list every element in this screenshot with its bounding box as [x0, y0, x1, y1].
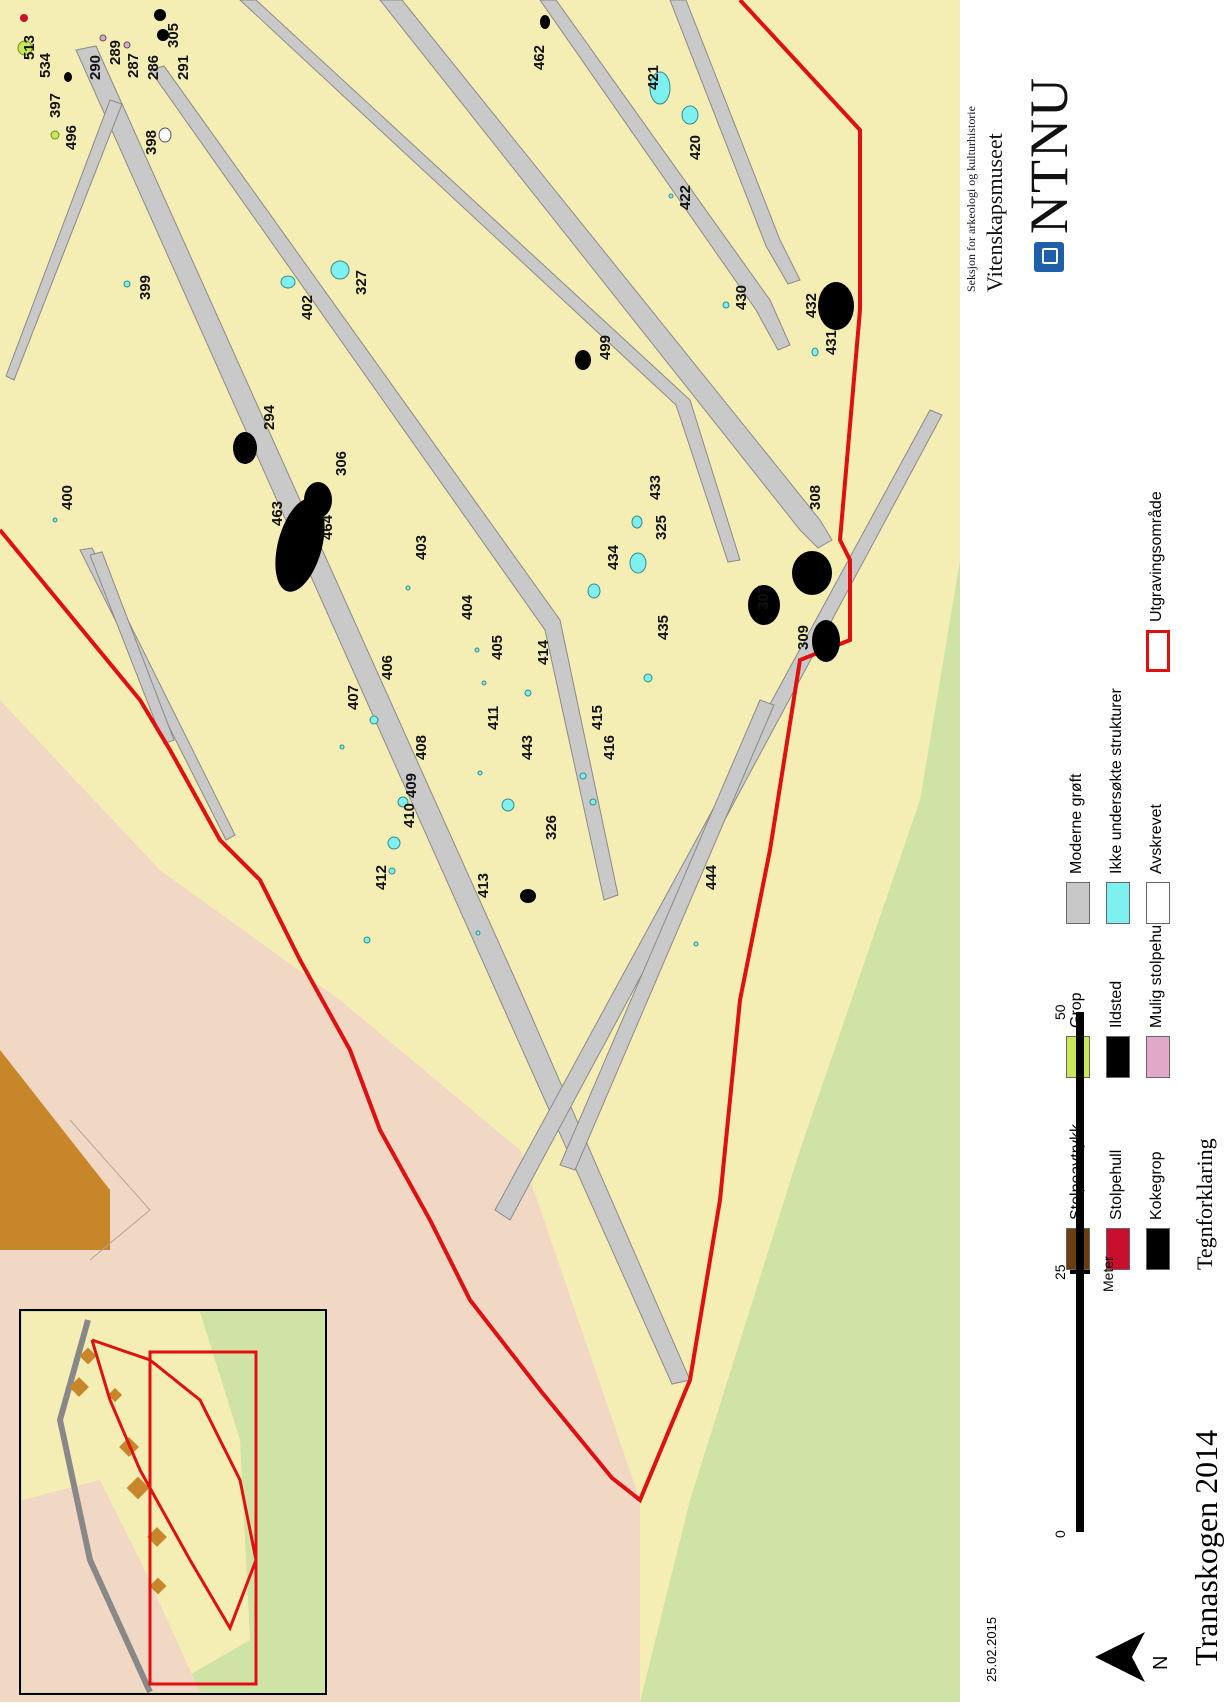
legend-swatch: [1146, 1228, 1170, 1270]
legend-label: Moderne grøft: [1068, 773, 1085, 874]
feature-label: 499: [597, 335, 614, 360]
feature-label: 431: [823, 330, 840, 355]
unexamined-features: [52, 71, 819, 947]
cooking-pits: [64, 9, 854, 903]
feature-label: 414: [535, 639, 552, 665]
feature-label: 412: [373, 865, 390, 890]
feature-label: 404: [459, 594, 476, 620]
feature-label: 420: [687, 135, 704, 160]
feature-label: 407: [345, 685, 362, 710]
feature-label: 397: [47, 93, 64, 118]
scale-bar: [1070, 1012, 1094, 1532]
inset-map: [19, 1309, 327, 1695]
feature-label: 399: [137, 275, 154, 300]
scale-tick-50: 50: [1052, 1004, 1068, 1020]
feature-label: 291: [175, 55, 192, 80]
legend-swatch: [1106, 1036, 1130, 1078]
legend-swatch: [1146, 630, 1170, 672]
feature-label: 513: [21, 35, 38, 60]
legend-heading: Tegnforklaring: [1192, 1138, 1217, 1270]
feature-label: 403: [413, 535, 430, 560]
feature-label: 308: [807, 485, 824, 510]
ntnu-logo-text: NTNU: [1019, 76, 1079, 234]
feature-label: 444: [703, 864, 720, 890]
possible-posthole-feature: [123, 41, 131, 49]
legend-label: Ikke undersøkte strukturer: [1108, 688, 1125, 874]
feature-label: 405: [489, 635, 506, 660]
north-arrow-icon: [1095, 1632, 1145, 1682]
feature-label: 410: [401, 803, 418, 828]
legend-label: Utgravingsområde: [1148, 491, 1165, 622]
legend-label: Avskrevet: [1148, 804, 1165, 874]
feature-label: 409: [403, 773, 420, 798]
possible-posthole-feature: [99, 34, 107, 42]
pit-features: [17, 40, 60, 140]
feature-label: 416: [601, 735, 618, 760]
feature-label: 287: [125, 53, 142, 78]
feature-label: 434: [605, 544, 622, 570]
map-green-area: [640, 560, 960, 1702]
feature-label: 406: [379, 655, 396, 680]
map-property-line: [69, 1119, 151, 1261]
feature-label: 534: [37, 52, 54, 78]
feature-label: 411: [485, 706, 502, 730]
feature-label: 413: [475, 873, 492, 898]
legend-label: Stolpehull: [1108, 1149, 1125, 1220]
legend-swatch: [1106, 882, 1130, 924]
feature-label: 462: [531, 45, 548, 70]
north-label: N: [1150, 1655, 1172, 1670]
modern-ditches: [5, 0, 943, 1385]
feature-label: 433: [647, 475, 664, 500]
feature-label: 290: [87, 55, 104, 80]
feature-label: 422: [677, 185, 694, 210]
feature-label: 463: [269, 501, 286, 526]
feature-label: 326: [543, 815, 560, 840]
feature-label: 306: [333, 451, 350, 476]
feature-label: 432: [803, 293, 820, 318]
feature-label: 443: [519, 735, 536, 760]
feature-label: 327: [353, 270, 370, 295]
map-side-panel: Tranaskogen 2014 Tegnforklaring Kokegrop…: [960, 0, 1224, 1702]
feature-label: 307: [755, 585, 772, 610]
feature-label: 435: [655, 615, 672, 640]
feature-label: 430: [733, 285, 750, 310]
feature-label: 294: [261, 404, 278, 430]
scale-tick-25: 25: [1052, 1264, 1068, 1280]
map-title: Tranaskogen 2014: [1188, 1429, 1224, 1666]
scale-unit: Meter: [1100, 1256, 1116, 1292]
legend-label: Mulig stolpehull: [1148, 917, 1165, 1028]
feature-label: 325: [653, 515, 670, 540]
feature-label: 421: [645, 65, 662, 90]
institution-section: Seksjon for arkeologi og kulturhistorie: [964, 106, 978, 292]
feature-label: 402: [299, 295, 316, 320]
feature-label: 464: [319, 514, 336, 540]
scale-tick-0: 0: [1052, 1530, 1068, 1538]
legend-swatch: [1066, 882, 1090, 924]
feature-label: 398: [143, 130, 160, 155]
institution-name: Vitenskapsmuseet: [982, 133, 1007, 292]
feature-label: 400: [59, 485, 76, 510]
map-building: [0, 1050, 110, 1250]
side-rotated-content: Tranaskogen 2014 Tegnforklaring Kokegrop…: [960, 0, 1224, 1702]
posthole-feature: [20, 14, 28, 22]
feature-label: 289: [107, 40, 124, 65]
legend-label: Ildsted: [1108, 980, 1125, 1028]
legend-swatch: [1146, 882, 1170, 924]
feature-label: 286: [145, 55, 162, 80]
ntnu-logo-icon: [1034, 242, 1064, 272]
map-date: 25.02.2015: [984, 1616, 999, 1682]
feature-label: 305: [165, 23, 182, 48]
excavation-boundary: [0, 0, 862, 1504]
feature-label: 309: [795, 625, 812, 650]
feature-label: 415: [589, 705, 606, 730]
feature-label: 408: [413, 735, 430, 760]
legend-label: Kokegrop: [1148, 1151, 1165, 1221]
feature-label: 496: [63, 125, 80, 150]
written-off-feature: [158, 127, 172, 143]
legend-swatch: [1146, 1036, 1170, 1078]
